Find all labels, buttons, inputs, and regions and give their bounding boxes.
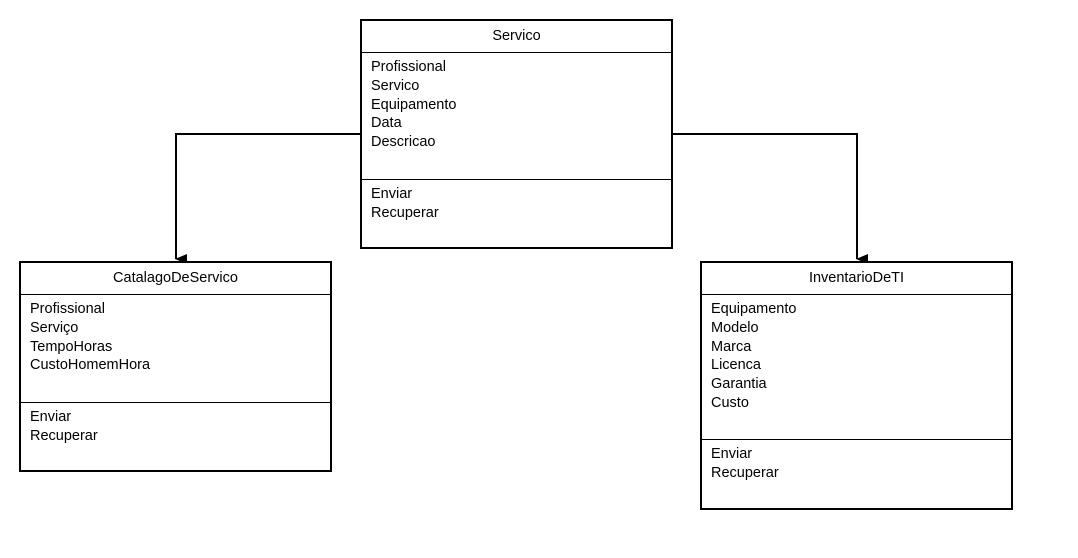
class-catalago-methods: Enviar Recuperar — [21, 403, 330, 446]
attribute: CustoHomemHora — [30, 357, 151, 374]
method: Enviar — [371, 186, 413, 202]
class-servico[interactable]: Servico Profissional Servico Equipamento… — [360, 19, 673, 249]
class-servico-name: Servico — [362, 21, 671, 53]
attribute: Marca — [711, 338, 752, 355]
attribute: Equipamento — [711, 301, 797, 317]
attribute: TempoHoras — [30, 338, 113, 355]
attribute: Descricao — [371, 134, 436, 151]
class-catalago-de-servico[interactable]: CatalagoDeServico Profissional Serviço T… — [19, 261, 332, 472]
class-catalago-name: CatalagoDeServico — [21, 263, 330, 295]
class-inventario-name: InventarioDeTI — [702, 263, 1011, 295]
connector-servico-to-inventario — [672, 133, 868, 264]
attribute: Profissional — [30, 301, 105, 317]
method: Recuperar — [711, 464, 779, 481]
method: Recuperar — [30, 427, 98, 444]
attribute: Equipamento — [371, 96, 457, 113]
method: Enviar — [30, 409, 72, 425]
connector-servico-to-catalago — [175, 133, 361, 264]
class-inventario-attributes: Equipamento Modelo Marca Licenca Garanti… — [702, 295, 1011, 440]
attribute: Profissional — [371, 59, 446, 75]
class-servico-attributes: Profissional Servico Equipamento Data De… — [362, 53, 671, 180]
attribute: Garantia — [711, 376, 767, 393]
attribute: Servico — [371, 77, 420, 94]
attribute: Licenca — [711, 357, 761, 374]
attribute: Serviço — [30, 319, 79, 336]
method: Recuperar — [371, 204, 439, 221]
class-servico-methods: Enviar Recuperar — [362, 180, 671, 223]
class-catalago-attributes: Profissional Serviço TempoHoras CustoHom… — [21, 295, 330, 403]
attribute: Data — [371, 115, 402, 132]
attribute: Custo — [711, 394, 749, 411]
method: Enviar — [711, 446, 753, 462]
class-inventario-methods: Enviar Recuperar — [702, 440, 1011, 483]
class-inventario-de-ti[interactable]: InventarioDeTI Equipamento Modelo Marca … — [700, 261, 1013, 510]
attribute: Modelo — [711, 319, 759, 336]
